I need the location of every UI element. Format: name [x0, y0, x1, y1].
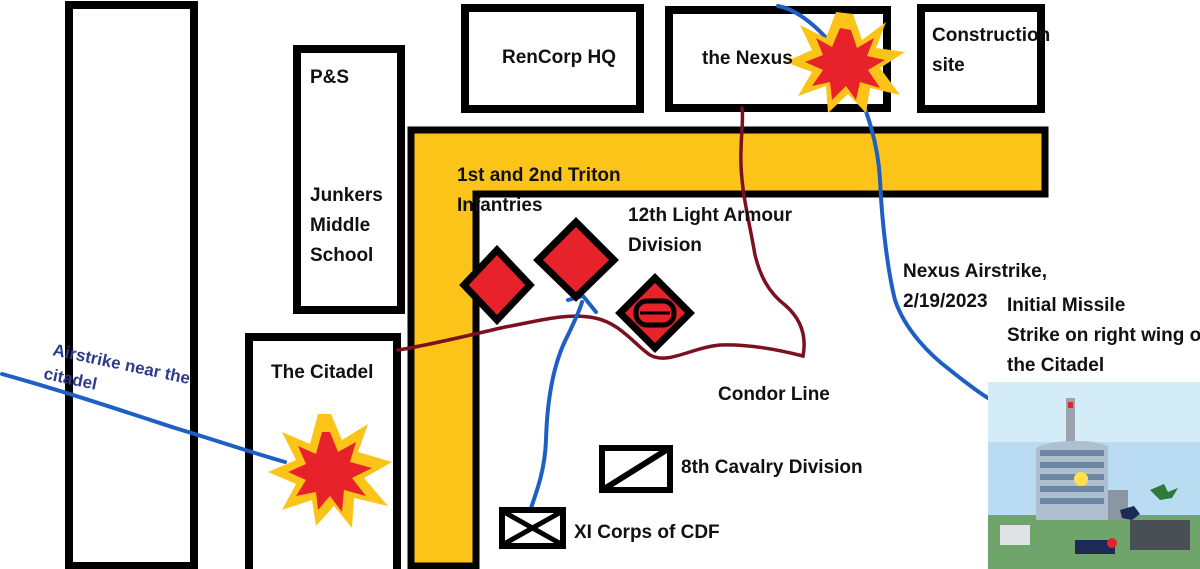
explosion-nexus-inner: [805, 28, 885, 100]
building-ps: [293, 45, 405, 314]
condor-line: [396, 106, 806, 360]
label-triton-2: Infantries: [457, 195, 543, 216]
label-initial-missile-3: the Citadel: [1007, 355, 1104, 376]
xi-corps-advance-arrow: [529, 300, 584, 510]
label-citadel: The Citadel: [271, 362, 373, 383]
label-construction: Construction: [932, 25, 1050, 46]
label-middle: Middle: [310, 215, 370, 236]
label-initial-missile-1: Initial Missile: [1007, 295, 1125, 316]
light-armour-marker-1: [533, 217, 619, 302]
label-triton-1: 1st and 2nd Triton: [457, 165, 621, 186]
tall-building-left: [65, 1, 198, 569]
label-junkers: Junkers: [310, 185, 383, 206]
airstrike-line-citadel: [0, 372, 287, 464]
label-xi-corps: XI Corps of CDF: [574, 522, 720, 543]
label-armour-2: Division: [628, 235, 702, 256]
label-ps: P&S: [310, 67, 349, 88]
explosion-citadel-inner: [288, 432, 372, 512]
label-initial-missile-2: Strike on right wing of: [1007, 325, 1200, 346]
label-nexus-airstrike-1: Nexus Airstrike,: [903, 261, 1047, 282]
citadel-photo-inset: [988, 382, 1200, 569]
label-nexus: the Nexus: [702, 48, 793, 69]
label-site: site: [932, 55, 965, 76]
infantry-cross-2: [502, 509, 563, 547]
label-cavalry: 8th Cavalry Division: [681, 457, 863, 478]
label-condor-line: Condor Line: [718, 384, 830, 405]
building-rencorp-hq: [461, 4, 644, 113]
building-construction-site: [917, 4, 1045, 113]
label-nexus-airstrike-2: 2/19/2023: [903, 291, 988, 312]
label-rencorp-hq: RenCorp HQ: [502, 47, 616, 68]
cavalry-diagonal: [602, 446, 670, 492]
triton-infantry-marker: [459, 244, 535, 326]
label-armour-1: 12th Light Armour: [628, 205, 793, 226]
label-school: School: [310, 245, 373, 266]
road: [407, 126, 1049, 569]
